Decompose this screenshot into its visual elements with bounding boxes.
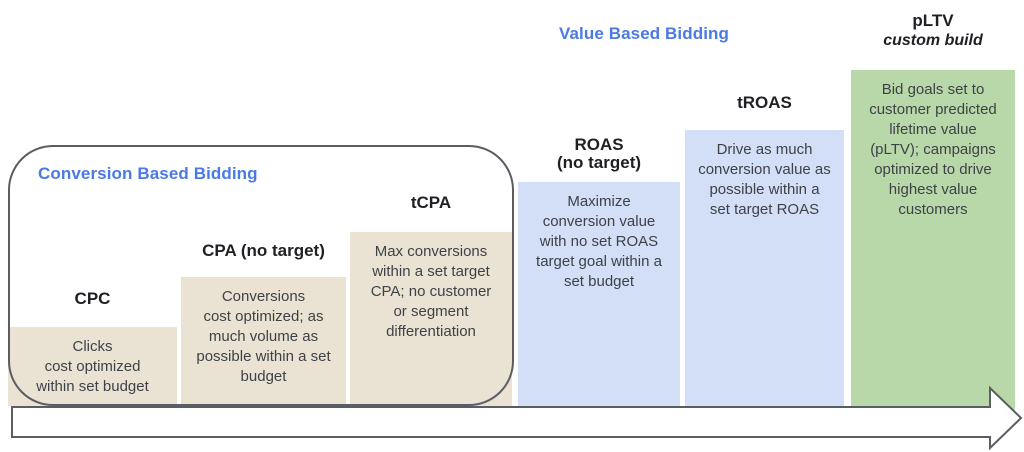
roas-heading: ROAS (no target) bbox=[556, 135, 642, 172]
tcpa-box: Max conversions within a set target CPA;… bbox=[350, 232, 512, 406]
cpa-box: Conversions cost optimized; as much volu… bbox=[181, 277, 346, 406]
value-based-bidding-label: Value Based Bidding bbox=[558, 24, 730, 43]
pltv-heading: pLTV bbox=[912, 11, 954, 30]
cpc-box: Clicks cost optimized within set budget bbox=[8, 327, 177, 406]
tcpa-heading: tCPA bbox=[410, 193, 452, 212]
cpc-heading: CPC bbox=[74, 289, 111, 308]
cpa-heading: CPA (no target) bbox=[202, 241, 325, 260]
roas-box: Maximize conversion value with no set RO… bbox=[518, 182, 680, 407]
pltv-subheading: custom build bbox=[883, 32, 983, 49]
pltv-box: Bid goals set to customer predicted life… bbox=[851, 70, 1015, 410]
conversion-based-bidding-label: Conversion Based Bidding bbox=[38, 164, 258, 183]
troas-heading: tROAS bbox=[737, 93, 792, 112]
troas-box: Drive as much conversion value as possib… bbox=[685, 130, 844, 407]
